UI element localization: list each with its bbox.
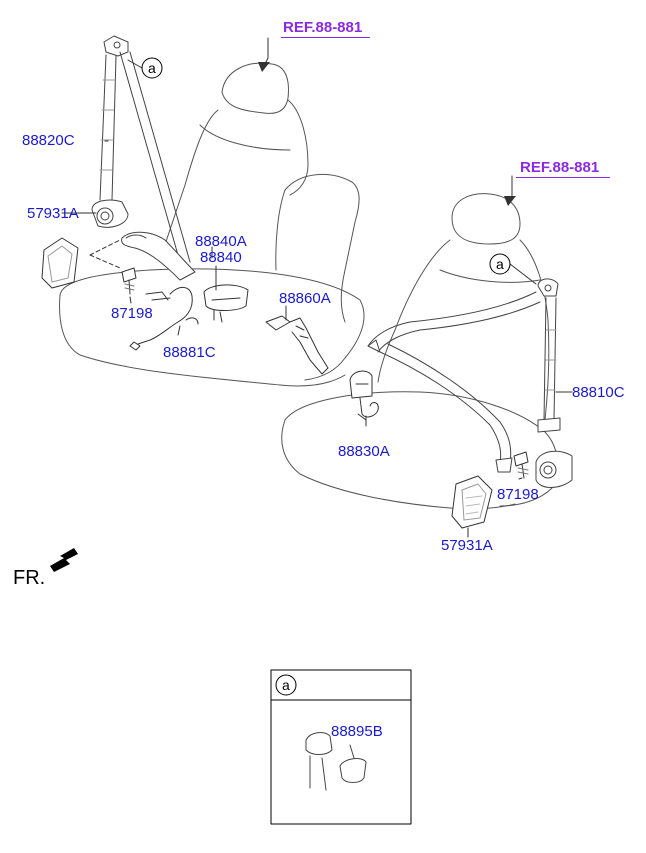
part-label-87198-front[interactable]: 87198 [497, 486, 539, 503]
rear-buckle-part [203, 284, 249, 323]
detail-part-drawing [305, 732, 367, 791]
rear-seat-outline [59, 62, 365, 387]
front-direction-arrow [50, 548, 78, 572]
ref-underline-rear [281, 37, 370, 38]
front-bolt-part [513, 451, 529, 479]
ref-underline-front [516, 177, 610, 178]
part-label-88881c[interactable]: 88881C [163, 344, 216, 361]
rear-cover-part [41, 237, 79, 289]
callout-circle-front [489, 253, 511, 275]
part-label-57931a-front[interactable]: 57931A [441, 537, 493, 554]
leader-lines [61, 37, 573, 538]
front-cover-part [451, 475, 493, 529]
front-belt-webbing [367, 278, 573, 488]
ref-link-rear[interactable]: REF.88-881 [283, 19, 363, 36]
front-buckle-part [349, 370, 379, 421]
rear-dashed-leader-2 [89, 254, 121, 269]
rear-belt-webbing [91, 35, 196, 281]
part-label-88810c[interactable]: 88810C [572, 384, 625, 401]
rear-bolt-part [121, 267, 137, 295]
callout-letter-front: a [496, 256, 504, 272]
part-label-88820c[interactable]: 88820C [22, 132, 75, 149]
sensor-harness-part [129, 287, 199, 351]
callout-letter-rear: a [148, 60, 156, 76]
part-label-87198-rear[interactable]: 87198 [111, 305, 153, 322]
part-label-88840a[interactable]: 88840A [195, 233, 247, 250]
detail-box [270, 669, 412, 825]
pretensioner-part [265, 315, 329, 375]
callout-letter-detail: a [282, 677, 290, 693]
rear-dashed-leader [89, 239, 121, 256]
part-label-88860a[interactable]: 88860A [279, 290, 331, 307]
part-label-88830a[interactable]: 88830A [338, 443, 390, 460]
part-label-57931a-rear[interactable]: 57931A [27, 205, 79, 222]
part-label-88895b[interactable]: 88895B [331, 723, 383, 740]
callout-circle-rear [141, 57, 163, 79]
ref-link-front[interactable]: REF.88-881 [520, 159, 600, 176]
front-direction-label: FR. [13, 567, 46, 589]
part-label-88840[interactable]: 88840 [200, 249, 242, 266]
